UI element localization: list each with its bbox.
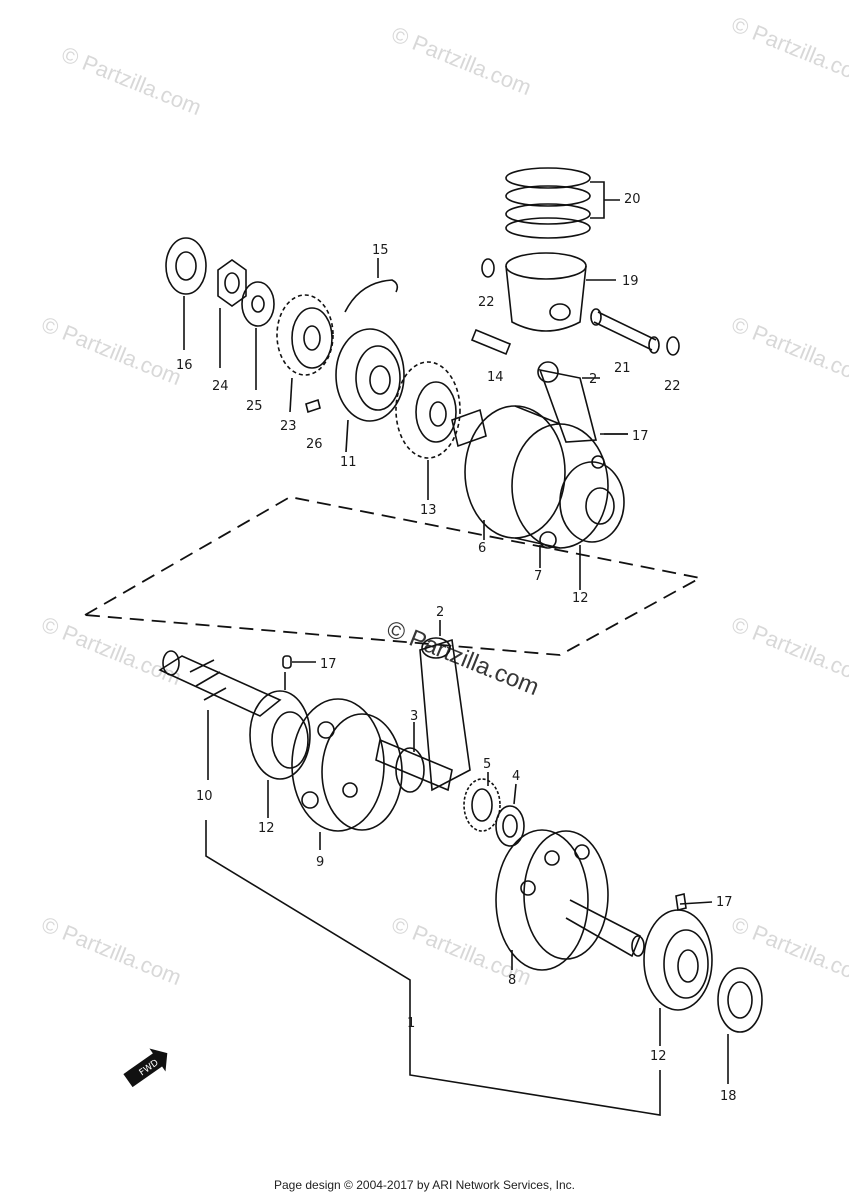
nut-24	[217, 259, 247, 368]
label-2a: 2	[589, 372, 597, 387]
label-7: 7	[534, 569, 542, 584]
watermark-8: © Partzilla.com	[38, 911, 185, 990]
flywheel-8	[495, 829, 645, 971]
key-26	[305, 398, 321, 414]
label-9: 9	[316, 855, 324, 870]
label-15: 15	[372, 243, 389, 258]
dashed-assembly-outline	[82, 496, 703, 656]
piston-pin	[590, 308, 660, 354]
label-12c: 12	[650, 1049, 667, 1064]
watermark-center: © Partzilla.com	[383, 616, 543, 702]
label-4: 4	[512, 769, 520, 784]
label-17c: 17	[716, 895, 733, 910]
piston-rings	[505, 167, 620, 239]
label-23: 23	[280, 419, 297, 434]
label-17a: 17	[632, 429, 649, 444]
watermark-6: © Partzilla.com	[38, 611, 185, 690]
label-6: 6	[478, 541, 486, 556]
bearing-12-lower	[249, 690, 311, 818]
bolt	[470, 328, 512, 356]
watermark-2: © Partzilla.com	[388, 21, 535, 100]
part-labels: 20 19 15 22 21 22 14 2 16 24 25 23 26 11…	[176, 192, 737, 1104]
label-12b: 12	[258, 821, 275, 836]
flywheel-9	[291, 698, 403, 850]
circlip-left	[481, 258, 495, 278]
washer-25	[241, 281, 275, 390]
label-12a: 12	[572, 591, 589, 606]
label-20: 20	[624, 192, 641, 207]
label-22b: 22	[664, 379, 681, 394]
watermark-10: © Partzilla.com	[728, 911, 849, 990]
crank-pin-rod	[375, 620, 471, 793]
watermark-7: © Partzilla.com	[728, 611, 849, 690]
label-21: 21	[614, 361, 631, 376]
label-14: 14	[487, 370, 504, 385]
label-3: 3	[410, 709, 418, 724]
label-19: 19	[622, 274, 639, 289]
left-shaft-10	[158, 650, 282, 780]
label-26: 26	[306, 437, 323, 452]
label-5: 5	[483, 757, 491, 772]
label-11: 11	[340, 455, 357, 470]
washer-4	[495, 783, 525, 847]
needle-bearing-5	[463, 772, 501, 832]
gear-13	[395, 361, 461, 500]
drawing	[82, 167, 763, 1116]
label-17b: 17	[320, 657, 337, 672]
label-25: 25	[246, 399, 263, 414]
pins-17	[282, 433, 628, 690]
footer-credit: Page design © 2004-2017 by ARI Network S…	[273, 1178, 575, 1192]
watermark-5: © Partzilla.com	[728, 311, 849, 390]
label-2b: 2	[436, 605, 444, 620]
watermark-4: © Partzilla.com	[38, 311, 185, 390]
seal-16	[165, 237, 207, 350]
bearing-12-right	[643, 893, 713, 1046]
circlip-right	[666, 336, 680, 356]
label-1: 1	[407, 1016, 415, 1031]
watermark-3: © Partzilla.com	[728, 11, 849, 90]
seal-18	[717, 967, 763, 1084]
watermarks: © Partzilla.com © Partzilla.com © Partzi…	[38, 11, 849, 990]
fwd-arrow-icon: FWD	[123, 1048, 168, 1088]
label-24: 24	[212, 379, 229, 394]
label-8: 8	[508, 973, 516, 988]
clip-15	[344, 279, 399, 313]
label-18: 18	[720, 1089, 737, 1104]
gear-23	[276, 294, 334, 413]
label-10: 10	[196, 789, 213, 804]
label-16: 16	[176, 358, 193, 373]
label-13: 13	[420, 503, 437, 518]
label-22a: 22	[478, 295, 495, 310]
bearing-11	[335, 328, 405, 453]
watermark-1: © Partzilla.com	[58, 41, 205, 120]
assembly-bracket	[205, 820, 661, 1116]
piston	[505, 252, 616, 332]
